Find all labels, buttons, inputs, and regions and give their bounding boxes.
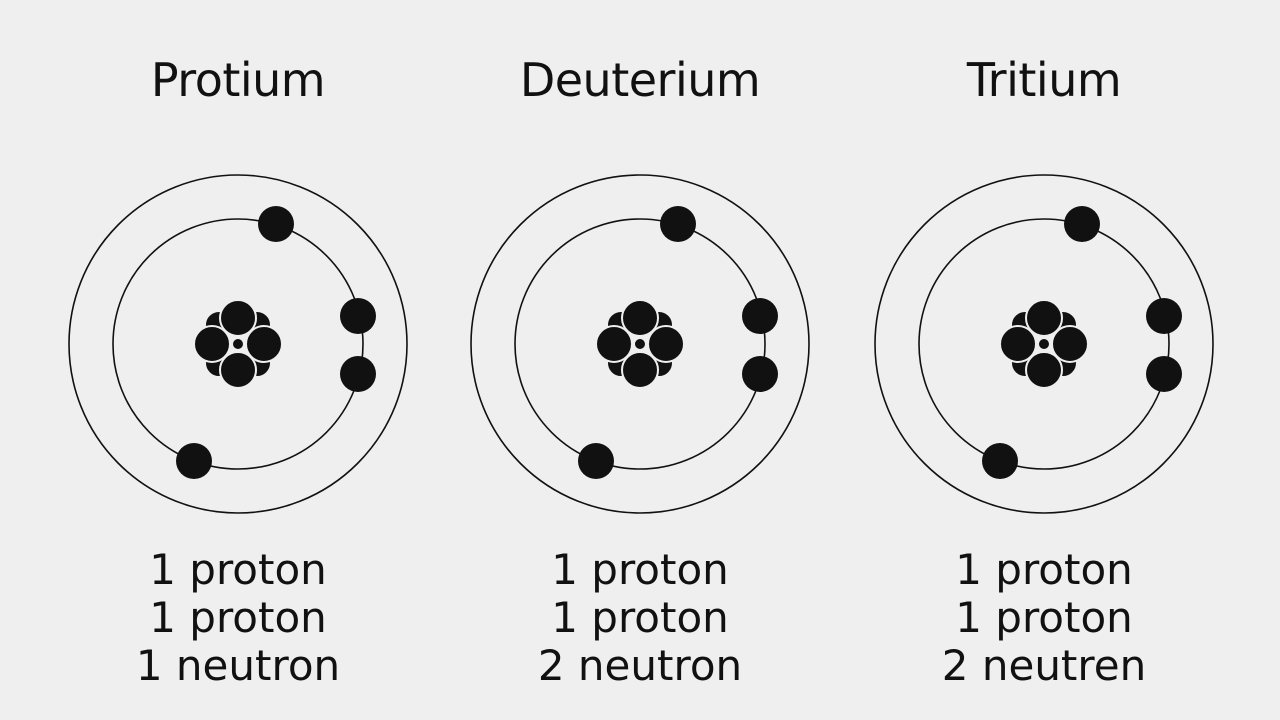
count-line: 2 neutren [941,641,1147,690]
electron [1146,298,1182,334]
isotope-title: Deuterium [519,53,761,107]
panel-deuterium: Deuterium 1 proton 1 proton 2 neutron [440,0,840,720]
outer-orbit [874,174,1214,514]
electron [176,443,212,479]
electron [982,443,1018,479]
nucleus-particle [1051,325,1089,363]
panel-tritium: Tritium 1 proton 1 proton 2 neutren [844,0,1244,720]
nucleus-particle [193,325,231,363]
nucleus-particle [1037,337,1051,351]
nucleus-particle [219,351,257,389]
electron [660,206,696,242]
electron [340,356,376,392]
isotope-title: Protium [150,53,326,107]
count-line: 1 neutron [135,641,341,690]
nucleus-particle [621,299,659,337]
outer-orbit [68,174,408,514]
inner-orbit [514,218,766,470]
count-line: 1 proton [551,545,729,594]
electron [258,206,294,242]
nucleus [595,299,685,389]
nucleus-particle [245,325,283,363]
particle-counts: 1 proton 1 proton 2 neutron [440,546,840,690]
particle-counts: 1 proton 1 proton 2 neutren [844,546,1244,690]
nucleus-particle [999,325,1037,363]
isotope-title: Tritium [966,53,1122,107]
count-line: 1 proton [551,593,729,642]
inner-orbit [112,218,364,470]
count-line: 1 proton [149,593,327,642]
electron [578,443,614,479]
inner-orbit [918,218,1170,470]
nucleus-particle [621,351,659,389]
nucleus-particle [219,299,257,337]
atom-model [874,174,1214,514]
electron [1146,356,1182,392]
nucleus [193,299,283,389]
count-line: 1 proton [955,593,1133,642]
count-line: 2 neutron [537,641,743,690]
outer-orbit [470,174,810,514]
electron [742,298,778,334]
particle-counts: 1 proton 1 proton 1 neutron [38,546,438,690]
electron [1064,206,1100,242]
nucleus-particle [647,325,685,363]
nucleus [999,299,1089,389]
nucleus-particle [595,325,633,363]
nucleus-particle [633,337,647,351]
atom-model [68,174,408,514]
count-line: 1 proton [149,545,327,594]
nucleus-particle [1025,351,1063,389]
electron [340,298,376,334]
count-line: 1 proton [955,545,1133,594]
electron [742,356,778,392]
atom-model [470,174,810,514]
nucleus-particle [231,337,245,351]
panel-protium: Protium 1 proton 1 proton 1 neutron [38,0,438,720]
nucleus-particle [1025,299,1063,337]
